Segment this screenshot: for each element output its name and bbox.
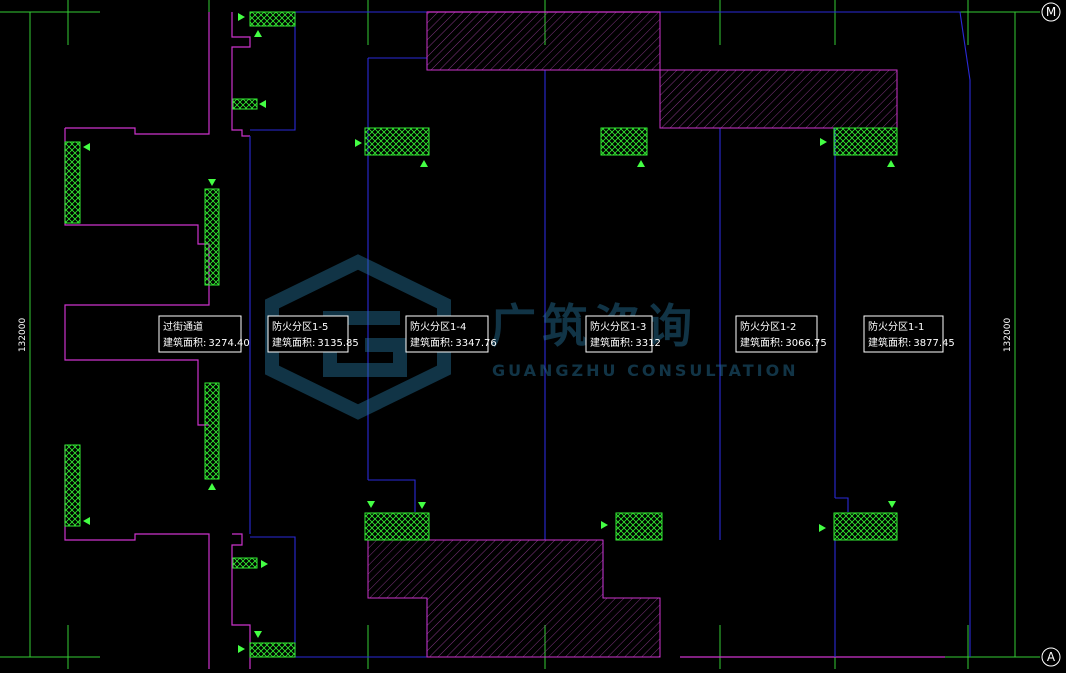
axis-marker-bottom: A	[1041, 647, 1061, 667]
zone-name: 防火分区1-5	[272, 320, 328, 333]
exit-arrow-left-icon	[83, 143, 90, 151]
exit-arrow-down-icon	[367, 501, 375, 508]
zone-area-label: 建筑面积:	[163, 336, 206, 349]
stair-core	[600, 127, 648, 156]
zone-area: 建筑面积:3877.45	[868, 336, 955, 349]
stair-core	[204, 382, 220, 480]
stair-core	[249, 11, 296, 27]
zone-name: 防火分区1-3	[590, 320, 646, 333]
exit-arrow-down-icon	[254, 631, 262, 638]
zone-label: 防火分区1-3 建筑面积:3312	[585, 315, 661, 353]
zone-area-value: 3877.45	[913, 338, 954, 349]
zone-label-box	[863, 315, 944, 353]
stair-core	[364, 512, 430, 541]
exit-arrow-up-icon	[887, 160, 895, 167]
zone-area-value: 3312	[635, 338, 660, 349]
stair-core	[232, 557, 258, 569]
exit-arrow-right-icon	[238, 13, 245, 21]
stair-core	[615, 512, 663, 541]
zone-label-box	[158, 315, 242, 353]
zone-area: 建筑面积:3135.85	[272, 336, 359, 349]
dimension-right: 132000	[1003, 318, 1013, 353]
axis-marker-top: M	[1041, 2, 1061, 22]
stair-core	[364, 127, 430, 156]
zone-label-box	[267, 315, 349, 353]
stair-core	[64, 141, 81, 224]
exit-arrow-up-icon	[637, 160, 645, 167]
stair-core	[833, 512, 898, 541]
exit-arrow-left-icon	[83, 517, 90, 525]
dimension-left: 132000	[18, 318, 28, 353]
stair-core	[204, 188, 220, 286]
zone-area-value: 3274.40	[208, 338, 249, 349]
zone-area-label: 建筑面积:	[590, 336, 633, 349]
zone-area-label: 建筑面积:	[740, 336, 783, 349]
zone-label-box	[585, 315, 653, 353]
axis-marker-bottom-label: A	[1047, 650, 1056, 664]
exit-arrow-right-icon	[601, 521, 608, 529]
exit-arrow-right-icon	[355, 139, 362, 147]
zone-name: 防火分区1-2	[740, 320, 796, 333]
stair-core	[249, 642, 296, 658]
zone-label-box	[405, 315, 489, 353]
zone-area: 建筑面积:3066.75	[740, 336, 827, 349]
zone-area: 建筑面积:3312	[590, 336, 661, 349]
zone-label: 防火分区1-2 建筑面积:3066.75	[735, 315, 827, 353]
zone-name: 过街通道	[163, 320, 203, 333]
zone-area-value: 3066.75	[785, 338, 826, 349]
exit-arrow-right-icon	[819, 524, 826, 532]
exit-arrow-right-icon	[261, 560, 268, 568]
exit-arrow-left-icon	[259, 100, 266, 108]
zone-area: 建筑面积:3274.40	[163, 336, 250, 349]
zone-area-label: 建筑面积:	[868, 336, 911, 349]
evacuation-arrows	[83, 13, 896, 653]
exit-arrow-right-icon	[238, 645, 245, 653]
zone-area: 建筑面积:3347.76	[410, 336, 497, 349]
exit-arrow-down-icon	[888, 501, 896, 508]
stair-core	[64, 444, 81, 527]
watermark-subtitle: GUANGZHU CONSULTATION	[492, 361, 799, 380]
stair-core	[833, 127, 898, 156]
exit-arrow-up-icon	[420, 160, 428, 167]
zone-name: 防火分区1-4	[410, 320, 466, 333]
zone-area-value: 3135.85	[317, 338, 358, 349]
zone-label: 防火分区1-1 建筑面积:3877.45	[863, 315, 955, 353]
zone-label-box	[735, 315, 818, 353]
hatched-voids	[367, 11, 898, 658]
zone-area-label: 建筑面积:	[410, 336, 453, 349]
exit-arrow-down-icon	[208, 179, 216, 186]
stair-core	[232, 98, 258, 110]
zone-labels: 过街通道建筑面积:3274.40防火分区1-5建筑面积:3135.85防火分区1…	[158, 315, 955, 353]
zone-area-value: 3347.76	[455, 338, 496, 349]
axis-marker-top-label: M	[1046, 5, 1056, 19]
zone-label: 防火分区1-5 建筑面积:3135.85	[267, 315, 359, 353]
exit-arrow-right-icon	[820, 138, 827, 146]
zone-area-label: 建筑面积:	[272, 336, 315, 349]
exit-arrow-up-icon	[208, 483, 216, 490]
zone-name: 防火分区1-1	[868, 320, 924, 333]
exit-arrow-down-icon	[418, 502, 426, 509]
exit-arrow-up-icon	[254, 30, 262, 37]
stair-cores	[64, 11, 898, 658]
zone-label: 防火分区1-4 建筑面积:3347.76	[405, 315, 497, 353]
